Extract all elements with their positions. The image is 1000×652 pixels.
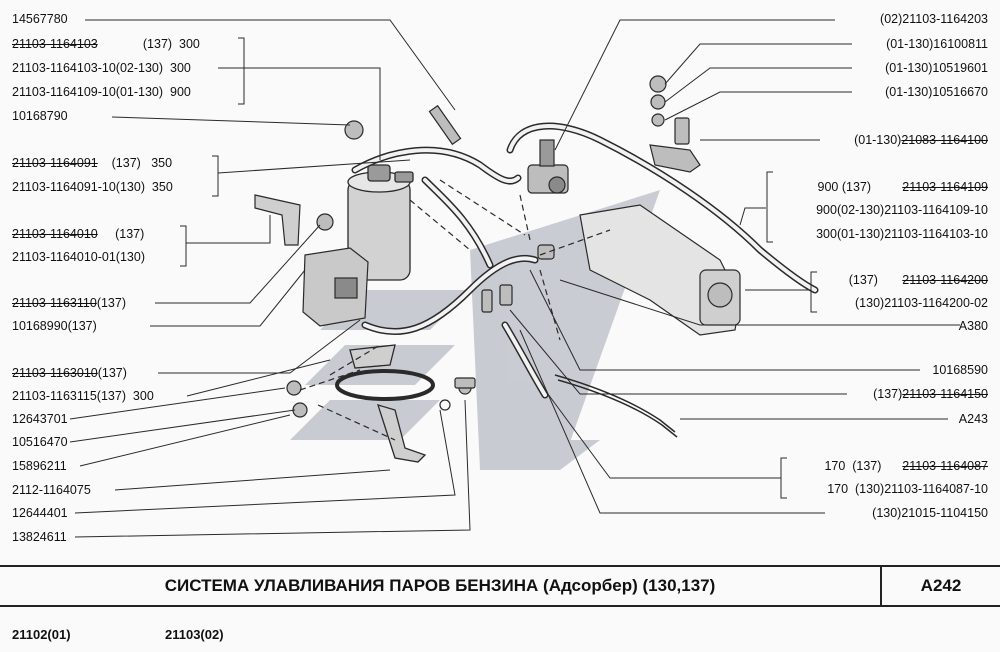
label-prefix: 170 (137) — [824, 459, 903, 473]
label-part-a380: A380 — [958, 319, 988, 333]
label-part-21103-1164103-10: 21103-1164103-10(02-130) 300 — [12, 61, 191, 75]
title-band: СИСТЕМА УЛАВЛИВАНИЯ ПАРОВ БЕНЗИНА (Адсор… — [0, 565, 1000, 607]
parts-diagram — [69, 19, 960, 538]
label-part-10516470: 10516470 — [12, 435, 68, 449]
label-part-16100811: (01-130)16100811 — [886, 37, 988, 51]
label-part-2112-1164075: 2112-1164075 — [12, 483, 91, 497]
label-part-21103-1164091: 21103-1164091 (137) 350 — [12, 156, 172, 171]
page-title: СИСТЕМА УЛАВЛИВАНИЯ ПАРОВ БЕНЗИНА (Адсор… — [164, 576, 716, 595]
label-part-21103-1163010: 21103-1163010(137) — [12, 366, 127, 381]
label-part-21103-1164109: 900 (137) 21103-1164109 — [818, 180, 989, 195]
label-part-10168990: 10168990(137) — [12, 319, 97, 333]
label-part-21103-1164150: (137)21103-1164150 — [873, 387, 988, 402]
model-code-21103: 21103(02) — [165, 627, 224, 642]
model-code-21102: 21102(01) — [12, 627, 71, 642]
label-part-21103-1164200: (137) 21103-1164200 — [849, 273, 988, 288]
label-strike: 21103-1163110 — [12, 296, 97, 310]
label-strike: 21103-1163010 — [12, 366, 98, 380]
label-part-21103-1164200-02: (130)21103-1164200-02 — [855, 296, 988, 310]
label-prefix: 900 (137) — [817, 180, 903, 194]
label-strike: 21103-1164010 — [12, 227, 98, 241]
adsorber-canister-icon — [347, 164, 414, 281]
label-part-21103-1164091-10: 21103-1164091-10(130) 350 — [12, 180, 173, 194]
label-strike: 21103-1164087 — [902, 459, 988, 473]
label-part-13824611: 13824611 — [12, 530, 67, 544]
canister-bracket-icon — [335, 344, 435, 463]
engine-intake-icon — [579, 204, 741, 336]
label-part-21103-1164010: 21103-1164010 (137) — [12, 227, 144, 242]
label-brackets — [180, 37, 817, 499]
fuel-vapor-hoses-inner — [353, 124, 817, 397]
label-part-10516670: (01-130)10516670 — [885, 85, 988, 99]
label-part-10168590: 10168590 — [932, 363, 988, 377]
label-prefix: (137) — [873, 387, 903, 401]
label-strike: 21103-1164103 — [12, 37, 98, 51]
label-suffix: (137) 350 — [97, 156, 173, 170]
label-part-10168790: 10168790 — [12, 109, 68, 123]
mounting-bracket-icon — [254, 194, 301, 246]
label-suffix: (137) — [96, 296, 126, 310]
label-part-21103-1164087-10: 170 (130)21103-1164087-10 — [827, 482, 988, 496]
leader-lines — [69, 19, 960, 538]
label-part-21015-1104150: (130)21015-1104150 — [872, 506, 988, 520]
label-part-21103-1164109-10: 900(02-130)21103-1164109-10 — [816, 203, 988, 217]
label-part-10519601: (01-130)10519601 — [885, 61, 988, 75]
label-part-15896211: 15896211 — [12, 459, 67, 473]
label-part-a243: A243 — [958, 412, 988, 426]
label-strike: 21103-1164150 — [902, 387, 988, 401]
solenoid-valve-icon — [527, 139, 569, 194]
label-suffix: (137) — [97, 366, 127, 380]
label-part-21083-1164100: (01-130)21083-1164100 — [854, 133, 988, 148]
label-prefix: (01-130) — [854, 133, 902, 147]
label-part-21103-1163110: 21103-1163110(137) — [12, 296, 126, 311]
label-strike: 21083-1164100 — [901, 133, 988, 147]
valve-module-icon — [302, 247, 369, 327]
label-strike: 21103-1164091 — [12, 156, 98, 170]
label-strike: 21103-1164200 — [902, 273, 988, 287]
label-part-02-21103-1164203: (02)21103-1164203 — [880, 12, 988, 26]
label-part-21103-1163115: 21103-1163115(137) 300 — [12, 389, 154, 403]
label-part-21103-1164010-01: 21103-1164010-01(130) — [12, 250, 145, 264]
label-strike: 21103-1164109 — [902, 180, 988, 194]
label-part-12644401: 12644401 — [12, 506, 68, 520]
label-prefix: (137) — [848, 273, 903, 287]
page-code: A242 — [920, 576, 962, 595]
assembly-dashed-lines — [299, 179, 611, 441]
label-part-21103-1164109-10: 21103-1164109-10(01-130) 900 — [12, 85, 191, 99]
label-part-21103-1164103: 21103-1164103 (137) 300 — [12, 37, 200, 52]
label-part-14567780: 14567780 — [12, 12, 68, 26]
label-part-12643701: 12643701 — [12, 412, 68, 426]
label-suffix: (137) — [97, 227, 145, 241]
title-divider — [880, 567, 882, 605]
label-suffix: (137) 300 — [97, 37, 200, 51]
label-part-21103-1164087: 170 (137) 21103-1164087 — [824, 459, 988, 474]
fastener-icons — [286, 75, 701, 418]
label-part-21103-1164103-10-r: 300(01-130)21103-1164103-10 — [816, 227, 988, 241]
